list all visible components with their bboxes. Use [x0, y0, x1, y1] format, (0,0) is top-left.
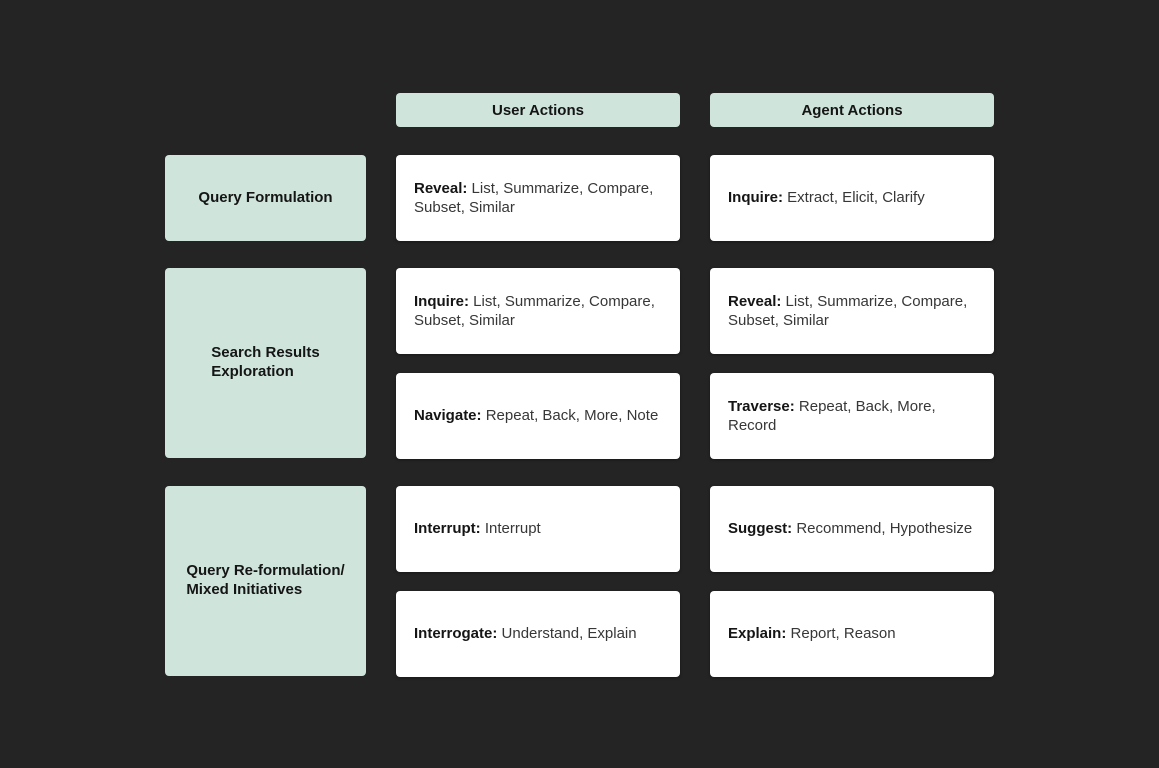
action-items: Repeat, Back, More, Record: [728, 397, 936, 434]
row-label-text: Query Re-formulation/ Mixed Initiatives: [186, 562, 345, 598]
action-verb: Interrogate:: [414, 625, 498, 643]
action-verb: Explain:: [728, 625, 787, 643]
card-text: Interrupt: Interrupt: [414, 519, 541, 538]
action-items: List, Summarize, Compare, Subset, Simila…: [728, 292, 968, 329]
row-label-text: Search Results Exploration: [211, 344, 320, 380]
card-text: Traverse: Repeat, Back, More, Record: [728, 397, 976, 435]
action-verb: Navigate:: [414, 407, 482, 425]
action-verb: Traverse:: [728, 397, 795, 415]
action-verb: Inquire:: [728, 189, 783, 207]
row-label-query-reformulation-mixed-initiatives: Query Re-formulation/ Mixed Initiatives: [165, 486, 366, 676]
card-user-interrupt: Interrupt: Interrupt: [396, 486, 680, 572]
card-agent-explain: Explain: Report, Reason: [710, 591, 994, 677]
action-items: Extract, Elicit, Clarify: [787, 189, 925, 207]
action-verb: Reveal:: [414, 179, 468, 197]
card-text: Explain: Report, Reason: [728, 624, 896, 643]
card-agent-inquire: Inquire: Extract, Elicit, Clarify: [710, 155, 994, 241]
action-items: List, Summarize, Compare, Subset, Simila…: [414, 179, 654, 216]
column-header-agent-actions: Agent Actions: [710, 93, 994, 127]
card-agent-traverse: Traverse: Repeat, Back, More, Record: [710, 373, 994, 459]
card-text: Suggest: Recommend, Hypothesize: [728, 519, 972, 538]
row-label-text: Query Formulation: [198, 188, 333, 206]
action-items: Report, Reason: [790, 625, 896, 643]
action-items: Interrupt: [484, 520, 541, 538]
row-label-search-results-exploration: Search Results Exploration: [165, 268, 366, 458]
action-verb: Reveal:: [728, 292, 782, 310]
card-text: Interrogate: Understand, Explain: [414, 624, 637, 643]
action-items: Understand, Explain: [501, 625, 637, 643]
card-user-inquire: Inquire: List, Summarize, Compare, Subse…: [396, 268, 680, 354]
card-text: Inquire: List, Summarize, Compare, Subse…: [414, 292, 662, 330]
action-verb: Suggest:: [728, 520, 793, 538]
card-agent-suggest: Suggest: Recommend, Hypothesize: [710, 486, 994, 572]
card-user-navigate: Navigate: Repeat, Back, More, Note: [396, 373, 680, 459]
action-items: List, Summarize, Compare, Subset, Simila…: [414, 292, 655, 329]
action-verb: Inquire:: [414, 292, 469, 310]
card-text: Reveal: List, Summarize, Compare, Subset…: [728, 292, 976, 330]
card-text: Navigate: Repeat, Back, More, Note: [414, 406, 658, 425]
action-verb: Interrupt:: [414, 520, 481, 538]
card-text: Reveal: List, Summarize, Compare, Subset…: [414, 179, 662, 217]
card-user-reveal: Reveal: List, Summarize, Compare, Subset…: [396, 155, 680, 241]
row-label-query-formulation: Query Formulation: [165, 155, 366, 241]
action-items: Repeat, Back, More, Note: [485, 407, 659, 425]
column-header-user-actions: User Actions: [396, 93, 680, 127]
card-user-interrogate: Interrogate: Understand, Explain: [396, 591, 680, 677]
card-text: Inquire: Extract, Elicit, Clarify: [728, 188, 925, 207]
action-items: Recommend, Hypothesize: [796, 520, 973, 538]
card-agent-reveal: Reveal: List, Summarize, Compare, Subset…: [710, 268, 994, 354]
